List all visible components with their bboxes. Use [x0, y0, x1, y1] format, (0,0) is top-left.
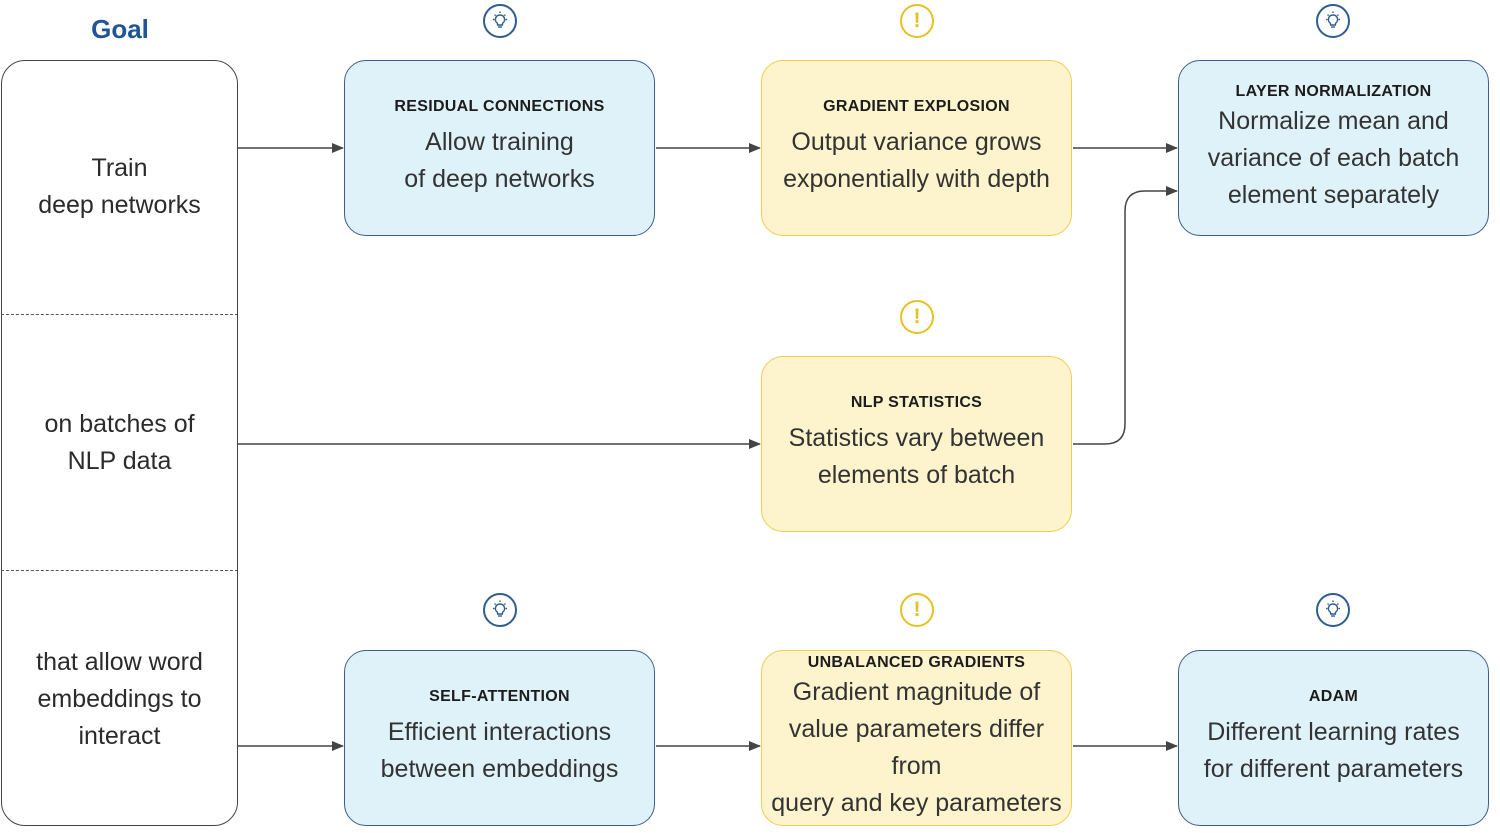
goal-divider [1, 314, 238, 315]
card-body: Different learning rates for different p… [1203, 718, 1464, 783]
lightbulb-icon [1316, 593, 1350, 627]
card-unbalanced-gradients: UNBALANCED GRADIENTS Gradient magnitude … [761, 650, 1072, 826]
warning-icon: ! [900, 593, 934, 627]
card-title: RESIDUAL CONNECTIONS [394, 98, 605, 115]
arrow-nlpstats-to-layernorm [1073, 186, 1178, 445]
card-body: Statistics vary between elements of batc… [788, 424, 1045, 489]
card-residual-connections: RESIDUAL CONNECTIONS Allow training of d… [344, 60, 655, 236]
card-title: UNBALANCED GRADIENTS [807, 654, 1026, 671]
goal-item-train: Train deep networks [38, 154, 201, 219]
goal-item-interact: that allow word embeddings to interact [36, 648, 203, 750]
lightbulb-icon [483, 593, 517, 627]
card-title: NLP STATISTICS [850, 394, 983, 411]
card-gradient-explosion: GRADIENT EXPLOSION Output variance grows… [761, 60, 1072, 236]
card-title: SELF-ATTENTION [429, 688, 570, 705]
card-title: GRADIENT EXPLOSION [823, 98, 1010, 115]
warning-icon: ! [900, 4, 934, 38]
goal-box [1, 60, 238, 826]
lightbulb-icon [1316, 4, 1350, 38]
card-layer-normalization: LAYER NORMALIZATION Normalize mean and v… [1178, 60, 1489, 236]
card-body: Output variance grows exponentially with… [783, 128, 1050, 193]
card-self-attention: SELF-ATTENTION Efficient interactions be… [344, 650, 655, 826]
card-title: LAYER NORMALIZATION [1235, 82, 1432, 100]
card-body: Efficient interactions between embedding… [380, 718, 619, 783]
goal-divider [1, 570, 238, 571]
lightbulb-icon [483, 4, 517, 38]
card-body: Allow training of deep networks [404, 128, 595, 193]
goal-item-batches: on batches of NLP data [44, 410, 195, 475]
card-adam: ADAM Different learning rates for differ… [1178, 650, 1489, 826]
card-title: ADAM [1308, 688, 1359, 705]
card-body: Normalize mean and variance of each batc… [1207, 106, 1460, 209]
card-body: Gradient magnitude of value parameters d… [771, 678, 1062, 817]
goal-title: Goal [91, 14, 149, 44]
card-nlp-statistics: NLP STATISTICS Statistics vary between e… [761, 356, 1072, 532]
warning-icon: ! [900, 300, 934, 334]
